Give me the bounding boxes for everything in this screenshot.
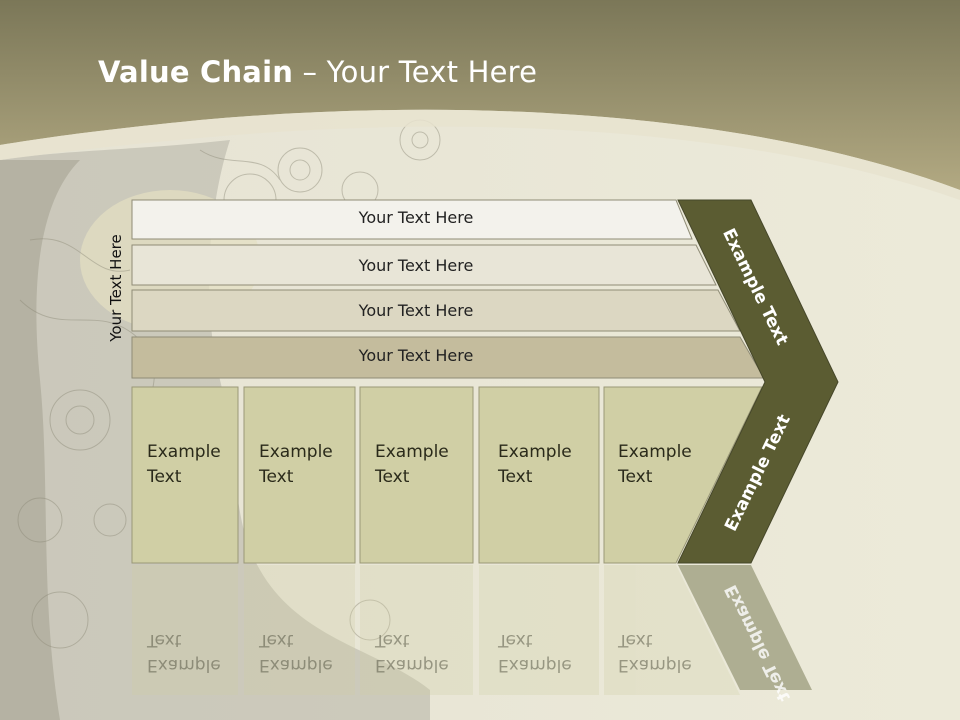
box-2-reflection-line2: Text bbox=[259, 630, 294, 650]
bar-1-label: Your Text Here bbox=[358, 208, 474, 227]
box-2 bbox=[243, 386, 356, 564]
slide-title-bold: Value Chain bbox=[98, 55, 294, 89]
box-1-text: Example Text bbox=[147, 440, 221, 490]
box-4 bbox=[478, 386, 600, 564]
bar-4-label: Your Text Here bbox=[358, 346, 474, 365]
box-3-line1: Example bbox=[375, 442, 449, 462]
box-4-text: Example Text bbox=[498, 440, 572, 490]
box-1-line2: Text bbox=[147, 467, 182, 487]
bar-2-label: Your Text Here bbox=[358, 256, 474, 275]
bar-3 bbox=[131, 289, 741, 332]
box-4-line1: Example bbox=[498, 442, 572, 462]
arrow-lower-label-reflection: Example Text bbox=[721, 581, 795, 705]
box-3 bbox=[359, 386, 474, 564]
box-4-reflection-line1: Example bbox=[498, 655, 572, 675]
vertical-axis-label: Your Text Here bbox=[107, 234, 125, 342]
bar-3-label: Your Text Here bbox=[358, 301, 474, 320]
box-1-reflection-line2: Text bbox=[147, 630, 182, 650]
box-4-reflection-line2: Text bbox=[498, 630, 533, 650]
box-2-line2: Text bbox=[259, 467, 294, 487]
box-2-text: Example Text bbox=[259, 440, 333, 490]
box-1-line1: Example bbox=[147, 442, 221, 462]
box-2-line1: Example bbox=[259, 442, 333, 462]
slide-title: Value Chain – Your Text Here bbox=[98, 55, 537, 89]
box-1-reflection: Example Text bbox=[147, 627, 221, 677]
box-5-text: Example Text bbox=[618, 440, 692, 490]
box-3-reflection-line1: Example bbox=[375, 655, 449, 675]
slide-title-rest: – Your Text Here bbox=[293, 55, 538, 89]
chevron-arrow bbox=[677, 199, 839, 564]
box-3-text: Example Text bbox=[375, 440, 449, 490]
box-2-reflection-line1: Example bbox=[259, 655, 333, 675]
reflection-layer: Example Text Example Text Example Text E… bbox=[0, 565, 960, 720]
box-3-reflection: Example Text bbox=[375, 627, 449, 677]
box-1-reflection-line1: Example bbox=[147, 655, 221, 675]
diagram-reflection bbox=[132, 565, 740, 695]
box-4-line2: Text bbox=[498, 467, 533, 487]
box-3-line2: Text bbox=[375, 467, 410, 487]
box-2-reflection: Example Text bbox=[259, 627, 333, 677]
bar-1 bbox=[131, 199, 693, 240]
bar-2 bbox=[131, 244, 717, 286]
box-4-reflection: Example Text bbox=[498, 627, 572, 677]
box-5-reflection-line1: Example bbox=[618, 655, 692, 675]
box-5 bbox=[603, 386, 763, 564]
box-5-reflection: Example Text bbox=[618, 627, 692, 677]
box-3-reflection-line2: Text bbox=[375, 630, 410, 650]
box-1 bbox=[131, 386, 239, 564]
box-5-line2: Text bbox=[618, 467, 653, 487]
box-5-line1: Example bbox=[618, 442, 692, 462]
box-5-reflection-line2: Text bbox=[618, 630, 653, 650]
